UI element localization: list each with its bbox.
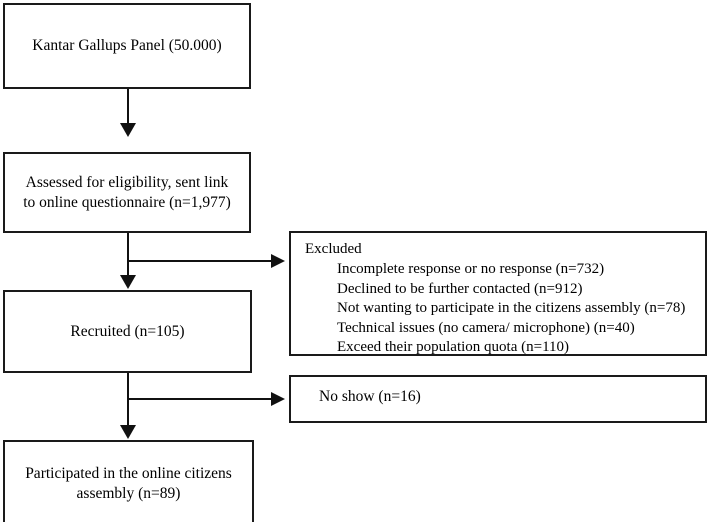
- node-no-show-label: No show (n=16): [319, 388, 421, 405]
- arrow-down-icon-assessed-to-recruited: [120, 275, 136, 289]
- connector-assessed-to-recruited-line: [127, 233, 129, 277]
- node-no-show: No show (n=16): [289, 375, 707, 423]
- connector-recruited-to-noshow-line: [128, 398, 273, 400]
- excluded-reason-item: Incomplete response or no response (n=73…: [337, 261, 605, 278]
- node-assessed-for-eligibility-label: Assessed for eligibility, sent link to o…: [23, 173, 231, 211]
- node-excluded: Excluded Incomplete response or no respo…: [289, 231, 707, 356]
- node-recruited: Recruited (n=105): [3, 290, 252, 373]
- arrow-right-icon-assessed-to-excluded: [271, 254, 285, 268]
- arrow-down-icon-panel-to-assessed: [120, 123, 136, 137]
- excluded-reason-list: Incomplete response or no response (n=73…: [305, 260, 685, 358]
- node-participated-online-citizens-assembly-label: Participated in the online citizens asse…: [25, 464, 232, 502]
- node-kantar-gallups-panel-label: Kantar Gallups Panel (50.000): [32, 37, 222, 55]
- excluded-reason-item: Declined to be further contacted (n=912): [337, 280, 583, 297]
- connector-panel-to-assessed-line: [127, 89, 129, 125]
- connector-recruited-to-participated-line: [127, 373, 129, 427]
- node-kantar-gallups-panel: Kantar Gallups Panel (50.000): [3, 3, 251, 89]
- node-participated-online-citizens-assembly: Participated in the online citizens asse…: [3, 440, 254, 522]
- node-assessed-for-eligibility: Assessed for eligibility, sent link to o…: [3, 152, 251, 233]
- excluded-title: Excluded: [305, 241, 362, 257]
- connector-assessed-to-excluded-line: [128, 260, 273, 262]
- arrow-right-icon-recruited-to-noshow: [271, 392, 285, 406]
- node-recruited-label: Recruited (n=105): [70, 322, 185, 340]
- excluded-reason-item: Technical issues (no camera/ microphone)…: [337, 319, 635, 336]
- excluded-content: Excluded Incomplete response or no respo…: [305, 240, 685, 358]
- excluded-reason-item: Exceed their population quota (n=110): [337, 339, 570, 356]
- excluded-reason-item: Not wanting to participate in the citize…: [337, 300, 686, 317]
- arrow-down-icon-recruited-to-participated: [120, 425, 136, 439]
